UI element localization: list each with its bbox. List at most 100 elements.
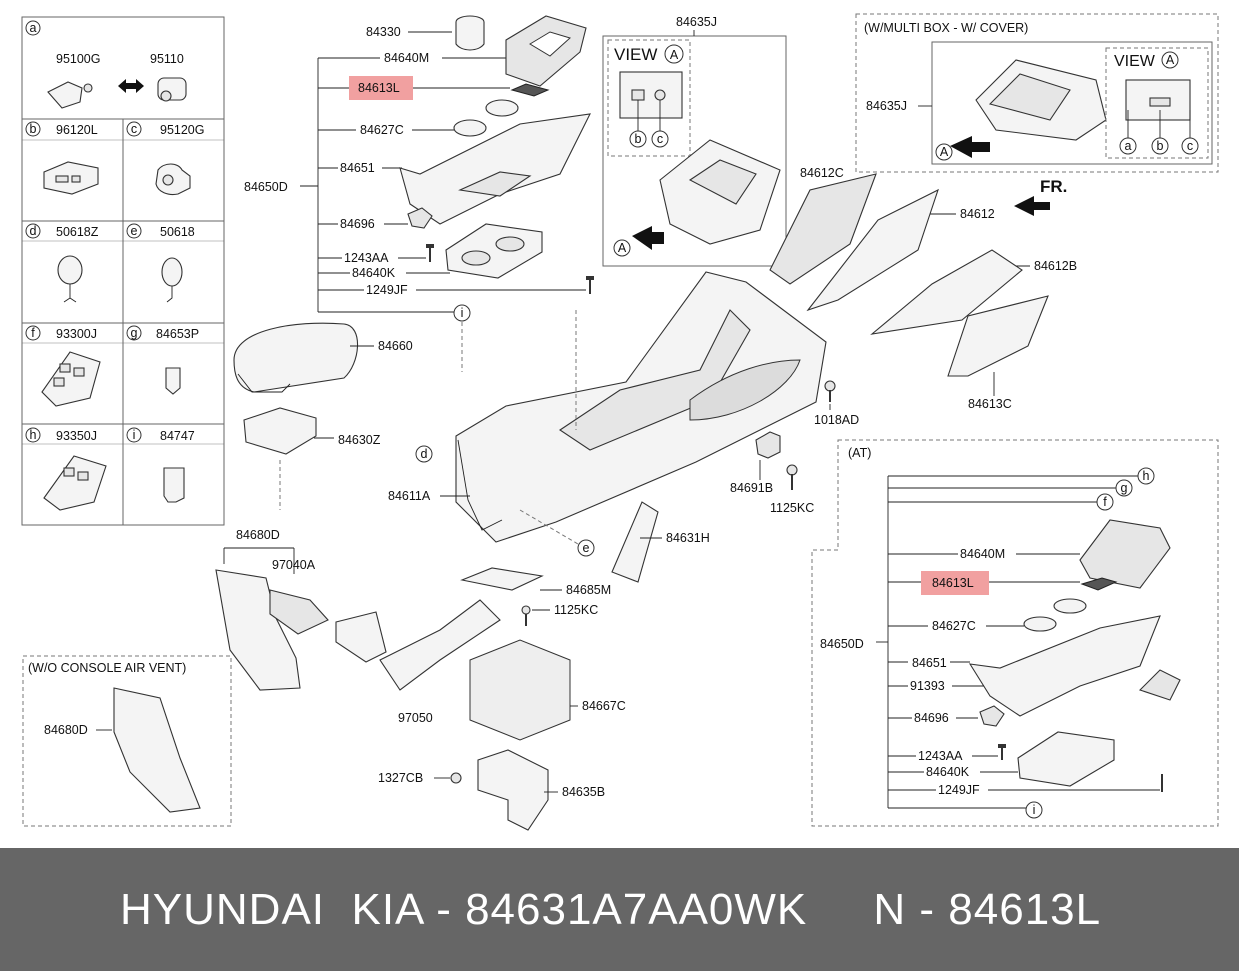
part-label: g [131,326,138,340]
cup-holder-insert-icon [455,15,485,51]
screw-icon [521,605,531,626]
screw-icon [998,744,1006,760]
legend-cell-f: f 93300J [25,325,101,407]
part-label: 84680D [236,528,280,542]
part-label: 84651 [912,656,947,670]
view-a-box: 84635J VIEW A b c A [602,15,787,267]
part-label: 84691B [730,481,773,495]
part-label: 84680D [44,723,88,737]
cup-ring-icon [453,99,519,137]
part-label: 84640K [352,266,396,280]
part-label: c [131,122,137,136]
part-label: 95120G [160,123,204,137]
bracket-icon [407,207,433,229]
part-label: 84630Z [338,433,381,447]
part-label: 97040A [272,558,316,572]
part-label: i [461,306,464,320]
part-label: 84650D [820,637,864,651]
part-label: 84685M [566,583,611,597]
highlight-84613L [349,76,413,100]
part-label: i [133,428,136,442]
part-label: 84640K [926,765,970,779]
part-label: 1125KC [554,603,598,617]
parts-diagram: a 95100G 95110 b 96120L c 95120G d 50618… [21,13,1219,831]
part-label: g [1121,481,1128,495]
part-label: 93300J [56,327,97,341]
legend-cell-b: b 96120L [25,121,99,195]
connector-plug-icon [47,81,93,109]
legend-cell-d: d 50618Z [25,223,99,303]
part-label: VIEW [1114,53,1156,70]
side-panels: 84612C 84612 84612B 84613C FR. [769,166,1077,411]
legend-grid: a 95100G 95110 b 96120L c 95120G d 50618… [21,16,225,526]
shift-cover-icon [505,15,587,87]
switch-panel-icon [41,351,101,407]
part-label: 84651 [340,161,375,175]
part-label: 1249JF [938,783,980,797]
part-label: 96120L [56,123,98,137]
armrest-group: 84660 84630Z [233,322,413,510]
arrow-icon [950,136,990,158]
multi-box-panel: (W/MULTI BOX - W/ COVER) 84635J A VIEW A… [855,13,1219,173]
cap-icon [165,367,181,395]
part-label: 84640M [384,51,429,65]
legend-cell-g: g 84653P [126,325,199,395]
bolt-icon [824,380,836,402]
part-label: 1125KC [770,501,814,515]
part-label: 84653P [156,327,199,341]
bracket-icon [755,431,781,459]
console-body: d 84611A e [388,271,827,557]
legend-cell-a: a 95100G 95110 [25,20,187,109]
garnish-icon [510,83,550,97]
front-arrow-icon [1014,196,1050,216]
part-label: 97050 [398,711,433,725]
part-label: 50618 [160,225,195,239]
part-label: 84613C [968,397,1012,411]
switch-panel-icon [43,455,107,511]
part-label: e [131,224,138,238]
part-label: b [1157,139,1164,153]
part-label: 84330 [366,25,401,39]
power-outlet-icon [155,163,191,196]
part-label: 84747 [160,429,195,443]
part-label: 1243AA [918,749,963,763]
legend-cell-c: c 95120G [126,121,204,196]
part-label: 84635J [676,15,717,29]
part-label: d [30,224,37,238]
part-label: 93350J [56,429,97,443]
part-label: e [583,541,590,555]
part-label: 84640M [960,547,1005,561]
part-label: f [1103,495,1107,509]
part-label: 84696 [914,711,949,725]
part-number-caption: HYUNDAI KIA - 84631A7AA0WK N - 84613L [120,885,1102,934]
part-label: A [940,145,949,159]
console-small-parts: 1018AD 84691B 1125KC 84631H [611,380,859,583]
legend-cell-h: h 93350J [25,427,107,511]
air-vent-group: 84680D 97040A 97050 [215,528,501,725]
part-label: a [30,21,37,35]
part-label: 84611A [388,489,431,503]
clip-icon [57,255,83,303]
part-label: h [30,428,37,442]
part-label: (AT) [848,446,871,460]
part-label: 50618Z [56,225,99,239]
part-label: 84613L [358,81,400,95]
legend-cell-i: i 84747 [126,427,195,503]
part-label: 95110 [150,52,184,66]
part-label: 84612B [1034,259,1077,273]
highlight-84613L-at [921,571,989,595]
part-label: 95100G [56,52,100,66]
shift-console-group: 84650D 84330 84640M 84613L 84627C 84651 … [244,15,594,322]
double-arrow-icon [118,79,144,93]
part-label: A [670,48,679,62]
part-label: i [1033,803,1036,817]
bracket-icon [611,501,659,583]
part-label: VIEW [614,45,657,64]
part-label: 84635B [562,785,605,799]
part-label: A [618,241,627,255]
usb-module-icon [43,161,99,195]
part-label: FR. [1040,177,1067,196]
part-label: 1243AA [344,251,389,265]
part-label: 84612C [800,166,844,180]
footer-banner: HYUNDAI KIA - 84631A7AA0WK N - 84613L [0,848,1239,971]
